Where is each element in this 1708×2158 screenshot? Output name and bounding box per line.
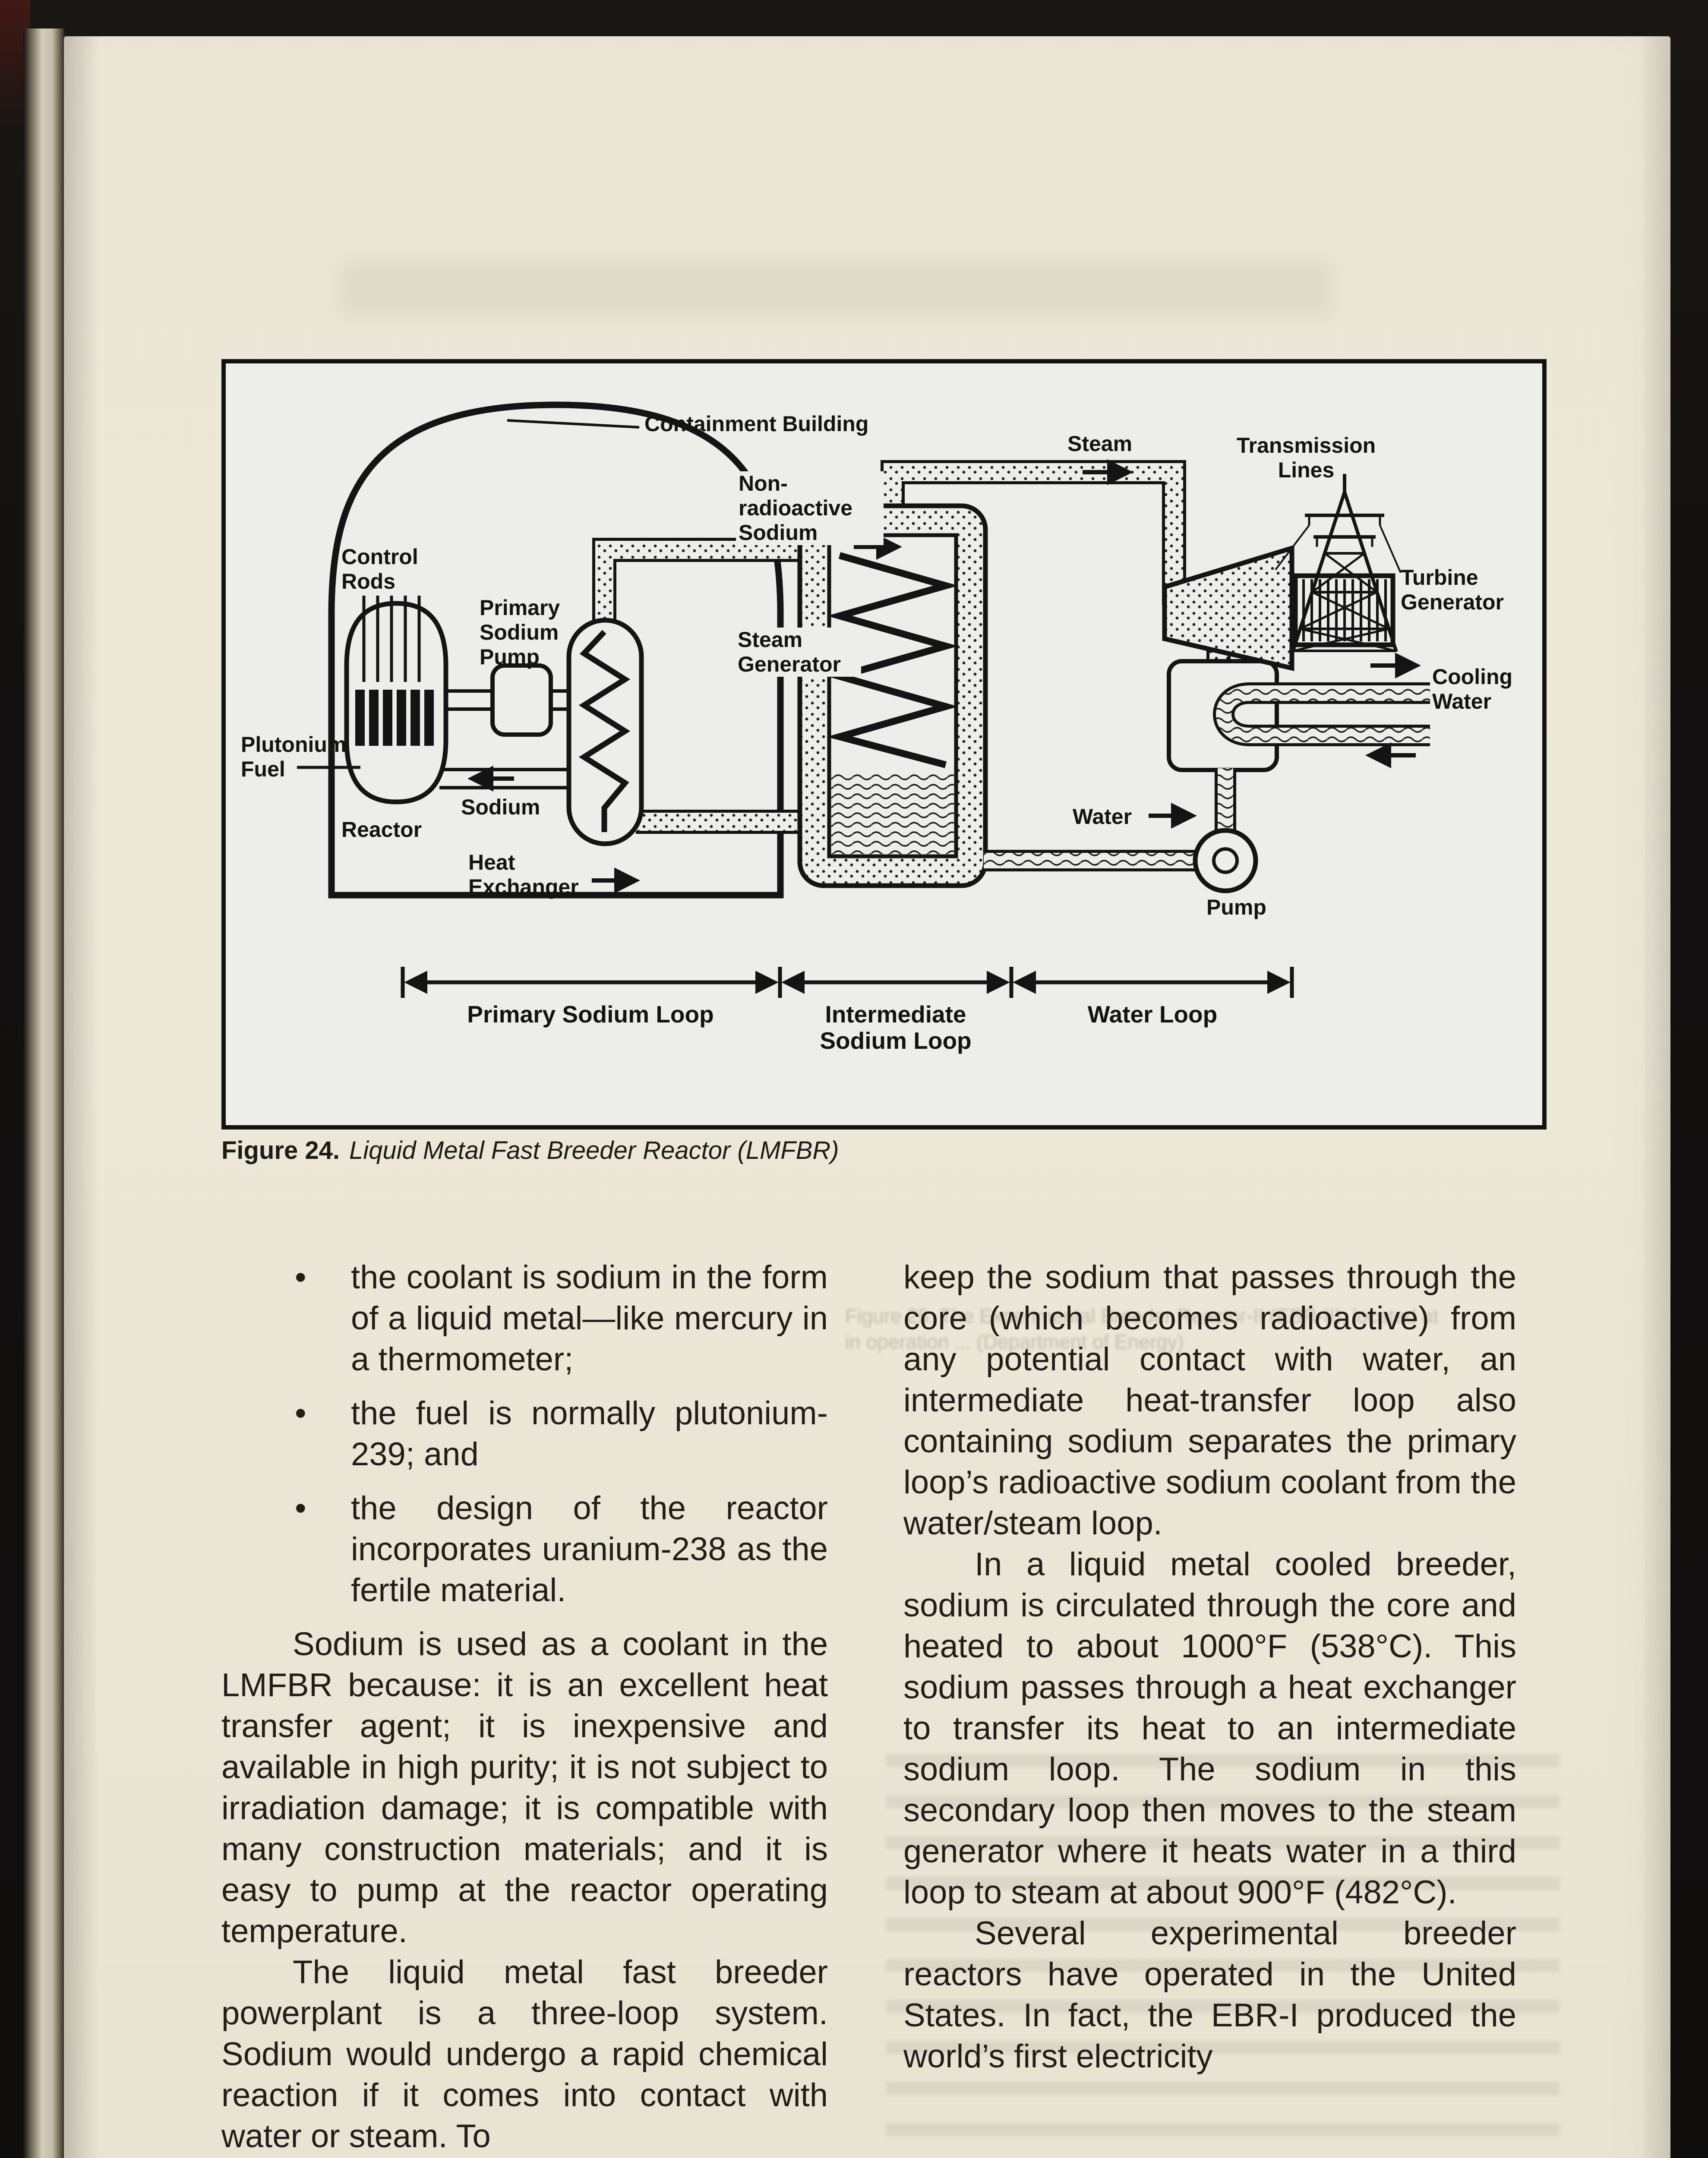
paragraph: Sodium is used as a coolant in the LMFBR… — [221, 1626, 828, 1950]
left-column: the coolant is sodium in the form of a l… — [221, 1257, 828, 2157]
paragraph: The liquid metal fast breeder powerplant… — [221, 1954, 828, 2155]
figure-24-diagram: Containment Building Transmission Lines … — [221, 359, 1547, 1129]
paragraph: In a liquid metal cooled breeder, sodium… — [903, 1546, 1516, 1911]
bleedthrough-texture — [886, 1754, 1560, 2158]
paper: Containment Building Transmission Lines … — [64, 36, 1670, 2158]
right-column: keep the sodium that passes through the … — [903, 1257, 1516, 2157]
fuel-rods — [355, 690, 434, 746]
control-rods — [362, 596, 421, 682]
leader-lines — [297, 419, 640, 769]
caption-figure-number: Figure 24. — [221, 1136, 340, 1164]
list-item: the fuel is normally plutonium-239; and — [221, 1393, 828, 1475]
label-transmission-lines: Transmission Lines — [1236, 433, 1376, 482]
paragraph: keep the sodium that passes through the … — [903, 1259, 1516, 1542]
text-columns: the coolant is sodium in the form of a l… — [221, 1257, 1516, 2157]
label-sodium: Sodium — [461, 795, 540, 819]
label-intermediate-sodium-loop: Intermediate Sodium Loop — [820, 1001, 972, 1054]
cooling-water-pipes — [1213, 682, 1430, 746]
bullet-text: the coolant is sodium in the form of a l… — [351, 1259, 828, 1378]
bullet-text: the fuel is normally plutonium-239; and — [351, 1395, 828, 1473]
label-turbine-generator: Turbine Generator — [1401, 565, 1504, 614]
paragraph: Several experimental breeder reactors ha… — [903, 1915, 1516, 2075]
label-non-radioactive-sodium: Non-radioactive Sodium — [736, 471, 884, 545]
label-cooling-water: Cooling Water — [1432, 665, 1513, 713]
list-item: the design of the reactor incorporates u… — [221, 1488, 828, 1611]
bleedthrough-smudge — [340, 261, 1333, 317]
label-containment-building: Containment Building — [644, 412, 869, 436]
label-steam: Steam — [1067, 432, 1133, 456]
label-plutonium-fuel: Plutonium Fuel — [241, 732, 347, 781]
label-water: Water — [1073, 805, 1132, 829]
label-control-rods: Control Rods — [341, 545, 418, 593]
label-steam-generator: Steam Generator — [735, 628, 861, 677]
steam-generator — [797, 503, 988, 888]
label-primary-sodium-loop: Primary Sodium Loop — [467, 1001, 714, 1028]
label-heat-exchanger: Heat Exchanger — [468, 850, 579, 899]
label-primary-sodium-pump: Primary Sodium Pump — [480, 596, 560, 669]
water-pump — [1193, 828, 1258, 893]
flow-arrows — [467, 459, 1421, 893]
adjacent-page-edge — [23, 28, 65, 2158]
reactor-vessel — [344, 601, 448, 805]
loop-dimension-line — [401, 967, 1294, 998]
caption-title: Liquid Metal Fast Breeder Reactor (LMFBR… — [349, 1136, 839, 1164]
transmission-tower — [1275, 474, 1402, 653]
figure-diagram-svg — [297, 401, 1430, 998]
turbine — [1162, 545, 1294, 671]
bullet-dot — [295, 1257, 351, 1380]
bullet-list: the coolant is sodium in the form of a l… — [221, 1257, 828, 1611]
bullet-text: the design of the reactor incorporates u… — [351, 1490, 828, 1609]
bleedthrough-caption: Figure 25. The Experimental Breeder Reac… — [845, 1303, 1570, 1355]
bullet-dot — [295, 1488, 351, 1611]
heat-exchanger — [566, 618, 644, 846]
label-water-loop: Water Loop — [1087, 1001, 1218, 1028]
generator — [1293, 573, 1395, 647]
label-reactor: Reactor — [341, 817, 422, 842]
list-item: the coolant is sodium in the form of a l… — [221, 1257, 828, 1380]
label-pump: Pump — [1206, 895, 1266, 919]
intermediate-loop-pipes — [592, 538, 828, 834]
bleedthrough-line: in operation ... (Department of Energy) — [845, 1331, 1184, 1353]
bullet-dot — [295, 1393, 351, 1475]
primary-pump — [490, 663, 553, 737]
figure-caption: Figure 24. Liquid Metal Fast Breeder Reac… — [221, 1136, 839, 1165]
bleedthrough-line: Figure 25. The Experimental Breeder Reac… — [845, 1305, 1439, 1327]
